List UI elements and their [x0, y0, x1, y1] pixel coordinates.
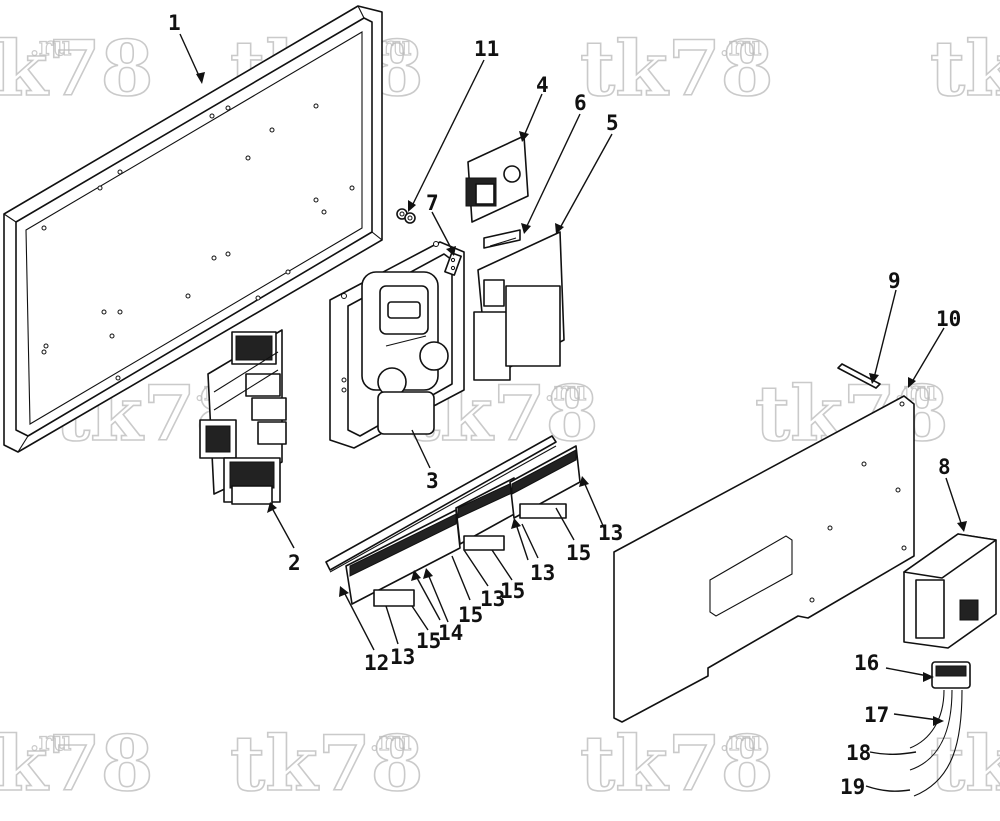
callout-13: 13 [480, 587, 505, 611]
callout-10: 10 [936, 307, 961, 331]
svg-text:tk78: tk78 [580, 719, 774, 808]
watermark-group: tk78.ru tk78.ru tk78.ru tk78 tk78.ru tk7… [0, 23, 1000, 809]
part-11-nuts [396, 208, 416, 224]
part-7-link-plate [444, 252, 462, 276]
terminal-block-group [345, 445, 581, 607]
callout-11: 11 [474, 37, 499, 61]
svg-text:tk78: tk78 [580, 24, 774, 113]
svg-text:.ru: .ru [720, 727, 762, 757]
part-3-control-module [329, 241, 465, 449]
callout-19: 19 [840, 775, 865, 799]
callout-3: 3 [426, 469, 439, 493]
watermark: tk78.ru [0, 718, 154, 809]
callout-12: 12 [364, 651, 389, 675]
callout-9: 9 [888, 269, 901, 293]
watermark: tk78 [929, 23, 1000, 114]
callout-16: 16 [854, 651, 879, 675]
callout-7: 7 [426, 191, 439, 215]
part-2-relay-board [199, 329, 287, 505]
callout-labels: 1 2 3 4 5 6 7 8 9 10 11 12 13 13 13 13 1… [168, 11, 961, 799]
watermark: tk78.ru [579, 718, 774, 809]
svg-text:tk78: tk78 [0, 719, 154, 808]
callout-15: 15 [566, 541, 591, 565]
callout-13: 13 [530, 561, 555, 585]
watermark: tk78.ru [229, 718, 424, 809]
terminal-block [455, 477, 519, 551]
svg-text:.ru: .ru [30, 727, 72, 757]
part-9-pin [837, 363, 881, 389]
part-8-module [903, 533, 997, 649]
callout-15: 15 [500, 579, 525, 603]
callout-13: 13 [598, 521, 623, 545]
svg-text:.ru: .ru [720, 32, 762, 62]
svg-text:.ru: .ru [370, 727, 412, 757]
watermark: tk78.ru [579, 23, 774, 114]
svg-text:tk78: tk78 [230, 719, 424, 808]
svg-text:tk78: tk78 [930, 719, 1000, 808]
svg-text:tk78: tk78 [0, 24, 154, 113]
callout-4: 4 [536, 73, 549, 97]
svg-text:.ru: .ru [545, 377, 587, 407]
part-10-mounting-panel [613, 395, 915, 723]
callout-1: 1 [168, 11, 181, 35]
callout-15: 15 [416, 629, 441, 653]
callout-14: 14 [438, 621, 463, 645]
callout-17: 17 [864, 703, 889, 727]
callout-15: 15 [458, 603, 483, 627]
part-5-power-module [473, 231, 565, 381]
watermark: tk78 [929, 718, 1000, 809]
callout-2: 2 [288, 551, 301, 575]
svg-text:tk78: tk78 [930, 24, 1000, 113]
watermark: tk78.ru [0, 23, 154, 114]
callout-5: 5 [606, 111, 619, 135]
svg-text:.ru: .ru [30, 32, 72, 62]
part-12-din-rail [325, 435, 557, 573]
callout-8: 8 [938, 455, 951, 479]
part-1-enclosure-frame [3, 5, 383, 453]
part-6-bracket [483, 229, 521, 249]
leader-lines [179, 33, 967, 792]
callout-18: 18 [846, 741, 871, 765]
callout-6: 6 [574, 91, 587, 115]
terminal-block [345, 509, 461, 607]
part-4-circuit-board [465, 135, 529, 223]
frame-mounting-holes [41, 103, 355, 381]
terminal-block [509, 445, 581, 519]
callout-13: 13 [390, 645, 415, 669]
part-16-connector-harness [909, 661, 971, 797]
